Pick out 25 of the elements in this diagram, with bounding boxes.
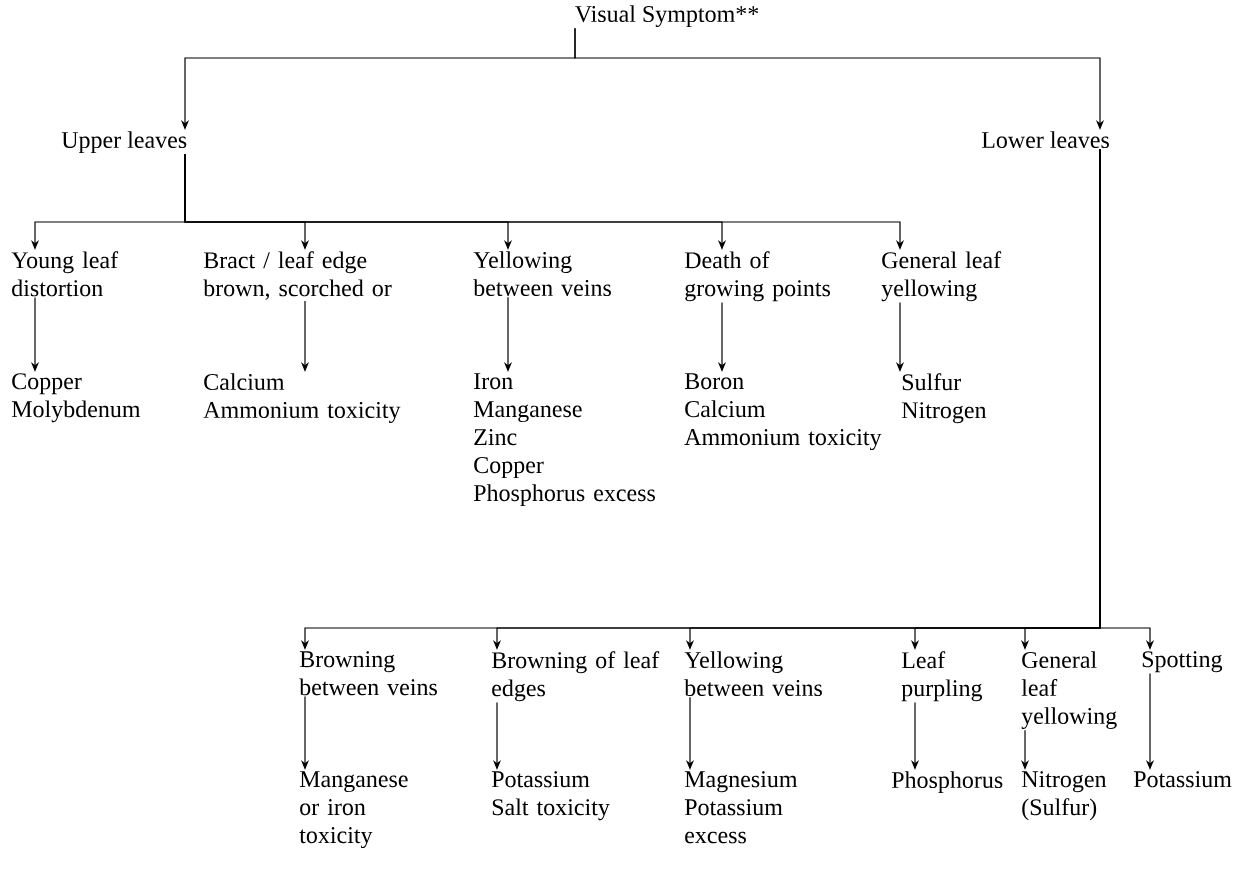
nutrient-list: Nitrogen (Sulfur) bbox=[1021, 771, 1107, 821]
symptom-label: Yellowing between veins bbox=[473, 251, 611, 297]
nutrient-list: Copper Molybdenum bbox=[11, 373, 141, 423]
nutrient-list: Boron Calcium Ammonium toxicity bbox=[684, 373, 882, 451]
symptom-label: General leaf yellowing bbox=[1021, 651, 1117, 729]
symptom-label: Visual Symptom** bbox=[575, 5, 759, 27]
symptom-label: Spotting bbox=[1142, 651, 1223, 673]
nutrient-list: Sulfur Nitrogen bbox=[901, 373, 987, 424]
symptom-label: Upper leaves bbox=[61, 131, 187, 153]
nutrient-list: Phosphorus bbox=[891, 771, 1003, 793]
symptom-label: Yellowing between veins bbox=[684, 651, 822, 697]
nutrient-list: Iron Manganese Zinc Copper Phosphorus excess bbox=[473, 373, 655, 506]
symptom-label: Bract / leaf edge brown, scorched or bbox=[203, 251, 392, 300]
symptom-label: Young leaf distortion bbox=[11, 251, 119, 297]
symptom-label: General leaf yellowing bbox=[881, 251, 1002, 302]
symptom-label: Browning between veins bbox=[299, 651, 437, 696]
nutrient-list: Magnesium Potassium excess bbox=[684, 771, 798, 844]
symptom-label: Leaf purpling bbox=[901, 651, 983, 702]
nutrient-list: Calcium Ammonium toxicity bbox=[203, 373, 401, 423]
symptom-label: Lower leaves bbox=[981, 131, 1109, 149]
symptom-label: Death of growing points bbox=[684, 251, 830, 302]
nutrient-list: Potassium Salt toxicity bbox=[491, 771, 610, 821]
nutrient-list: Manganese or iron toxicity bbox=[299, 771, 408, 849]
nutrient-list: Potassium bbox=[1133, 771, 1232, 788]
symptom-label: Browning of leaf edges bbox=[491, 651, 660, 702]
